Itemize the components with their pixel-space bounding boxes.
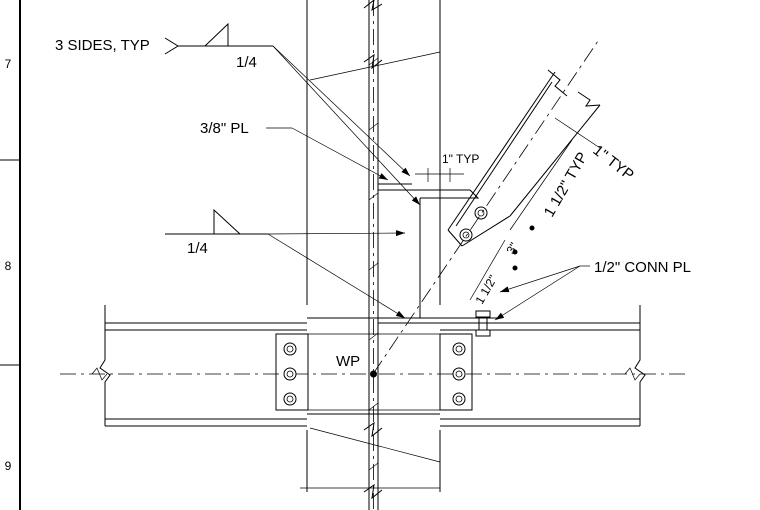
shear-plate-right: [439, 333, 473, 411]
dim-dot: [512, 249, 518, 255]
work-point: WP: [336, 353, 377, 378]
weld-leader-1: [272, 45, 411, 177]
bolt: [452, 367, 466, 381]
vertical-plate: [363, 0, 383, 510]
dimension-3: 3": [503, 240, 521, 271]
centerline-break-right: [624, 367, 641, 381]
vertical-bolt: [475, 310, 491, 337]
bolt: [452, 392, 466, 406]
brace-edge-step: [461, 215, 511, 247]
beam-right-break: [634, 305, 646, 426]
brace-end: [447, 229, 463, 247]
fillet-weld-triangle-left: [213, 208, 242, 235]
conn-plate-label: 1/2" CONN PL: [594, 259, 691, 276]
grid-mark-8: 8: [5, 259, 12, 273]
beam-left-break: [99, 305, 111, 426]
dim-3-label: 3": [503, 240, 521, 256]
bolt: [283, 392, 297, 406]
column: [300, 0, 441, 492]
brace-edge-2: [509, 104, 601, 217]
work-point-label: WP: [336, 353, 360, 370]
brace-inner-edge: [455, 81, 553, 227]
weld-leader-3: [267, 230, 406, 237]
bolt: [283, 342, 297, 356]
plate-label: 3/8" PL: [200, 120, 249, 137]
bolt: [452, 342, 466, 356]
break-symbol: [363, 421, 383, 438]
conn-leader-1: [499, 265, 581, 293]
grid-mark-9: 9: [5, 459, 12, 473]
weld-symbol-left: 1/4: [165, 208, 406, 319]
brace-break-1: [547, 69, 568, 97]
break-symbol: [363, 53, 383, 70]
dimension-1-typ: 1" TYP: [415, 152, 479, 182]
dim-1-5-line: [509, 139, 573, 231]
dim-1-5-label: 1 1/2": [472, 273, 500, 307]
bolt: [474, 206, 488, 220]
bolt: [459, 228, 473, 242]
bolts: [283, 206, 491, 406]
connection-plate: [378, 183, 500, 319]
bolt: [283, 367, 297, 381]
dim-1-5-typ-label: 1 1/2" TYP: [541, 149, 592, 220]
beam: [60, 305, 690, 427]
centerline-break-left: [91, 367, 108, 381]
dim-dot: [529, 225, 535, 231]
dim-diag-line: [554, 117, 601, 149]
break-symbol-top: [363, 0, 383, 12]
column-taper-line: [309, 427, 441, 463]
conn-plate-callout: 1/2" CONN PL: [494, 259, 691, 321]
dim-dot: [512, 265, 518, 271]
dim-1-typ-label: 1" TYP: [442, 152, 479, 166]
break-symbol-bottom: [363, 483, 383, 500]
plate-callout: 3/8" PL: [200, 120, 389, 181]
weld-size-top-label: 1/4: [236, 54, 257, 71]
brace-edge-1: [447, 71, 556, 231]
weld-tail: [164, 37, 179, 55]
brace-break-2: [577, 91, 601, 107]
weld-leader-4: [267, 233, 406, 319]
dim-diag-1-typ-label: 1" TYP: [590, 142, 637, 184]
work-point-dot: [370, 370, 377, 378]
weld-leader-2: [272, 45, 421, 206]
dimension-1-5: 1 1/2": [469, 239, 506, 307]
dim-1-5-line-2: [469, 239, 506, 301]
weld-size-left-label: 1/4: [187, 240, 208, 257]
conn-leader-2: [494, 265, 581, 321]
fillet-weld-triangle: [203, 22, 229, 47]
weld-note-label: 3 SIDES, TYP: [55, 37, 150, 54]
shear-plates: [275, 333, 473, 411]
weld-symbol-top: 3 SIDES, TYP 1/4: [55, 22, 421, 206]
grid-strip: 7 8 9: [0, 0, 21, 510]
plate-leader: [291, 127, 389, 181]
shear-plate-left: [275, 333, 309, 411]
gusset-top-edge: [378, 189, 480, 199]
grid-mark-7: 7: [5, 57, 12, 71]
